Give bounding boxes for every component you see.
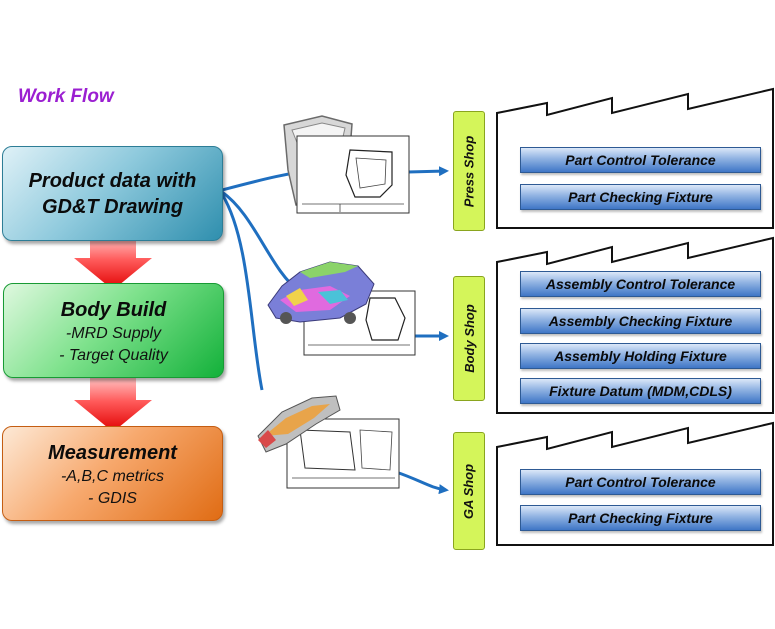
measurement-sub2: - GDIS <box>88 490 137 507</box>
body-item-assembly-checking-fixture: Assembly Checking Fixture <box>520 308 761 334</box>
press-shop-tab: Press Shop <box>453 111 485 231</box>
press-shop-label: Press Shop <box>461 135 477 207</box>
press-item-part-checking-fixture: Part Checking Fixture <box>520 184 761 210</box>
body-item-assembly-holding-fixture: Assembly Holding Fixture <box>520 343 761 369</box>
press-item-part-control-tolerance: Part Control Tolerance <box>520 147 761 173</box>
down-arrow-2 <box>74 371 152 432</box>
body-in-white-image <box>267 261 416 356</box>
down-arrow-1 <box>74 230 152 290</box>
lamp-part-image <box>257 395 400 489</box>
body-build-stage: Body Build -MRD Supply - Target Quality <box>3 283 224 378</box>
product-data-stage: Product data with GD&T Drawing <box>2 146 223 241</box>
body-shop-label: Body Shop <box>461 304 477 373</box>
ga-item-part-checking-fixture: Part Checking Fixture <box>520 505 761 531</box>
measurement-sub1: -A,B,C metrics <box>60 468 165 485</box>
body-item-assembly-control-tolerance: Assembly Control Tolerance <box>520 271 761 297</box>
ga-shop-label: GA Shop <box>461 463 477 519</box>
body-shop-tab: Body Shop <box>453 276 485 401</box>
measurement-stage: Measurement -A,B,C metrics - GDIS <box>2 426 223 521</box>
arrow-press-shop <box>407 166 449 177</box>
body-build-sub2: - Target Quality <box>59 347 168 364</box>
page-title: Work Flow <box>18 86 114 107</box>
connector-to-ga <box>220 193 264 391</box>
ga-item-part-control-tolerance: Part Control Tolerance <box>520 469 761 495</box>
product-data-line2: GD&T Drawing <box>41 196 184 218</box>
arrow-ga-shop <box>395 470 449 495</box>
measurement-title: Measurement <box>48 442 177 464</box>
ga-shop-tab: GA Shop <box>453 432 485 550</box>
body-build-sub1: -MRD Supply <box>65 325 162 342</box>
product-data-line1: Product data with <box>28 170 197 192</box>
body-build-title: Body Build <box>60 299 167 321</box>
body-item-fixture-datum: Fixture Datum (MDM,CDLS) <box>520 378 761 404</box>
door-part-image <box>283 115 410 214</box>
connector-to-body <box>221 190 301 294</box>
